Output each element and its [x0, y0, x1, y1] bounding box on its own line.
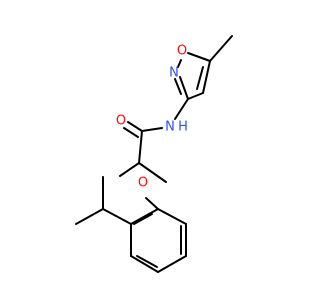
bond-c4-c3 [187, 92, 204, 100]
atom-h-amide: H [178, 120, 188, 135]
bonds [75, 35, 233, 273]
bond-ring-1-double [133, 213, 153, 225]
atom-o-ether: O [138, 176, 148, 191]
atom-n-isoxazole: N [169, 66, 179, 81]
atom-labels: O N N H O O [116, 44, 188, 191]
bond-ring-4 [157, 255, 187, 273]
atom-n-amide: N [165, 120, 175, 135]
bond-o-c5 [187, 52, 211, 62]
molecule-diagram: O N N H O O [75, 35, 233, 273]
bond-ring-isopropyl [102, 208, 132, 225]
bond-alpha-ether-o [119, 162, 140, 177]
bond-ring-3 [130, 255, 159, 273]
bond-ether-o-ring [145, 197, 159, 210]
bond-c3-nh [174, 98, 189, 120]
bond-ring-1 [130, 208, 159, 225]
bond-c3-n-double [174, 78, 182, 95]
bond-carbonyl-o [127, 121, 143, 132]
atom-o-isoxazole: O [177, 44, 187, 59]
bond-ring-6 [157, 208, 187, 225]
bond-ring-3-double [136, 255, 158, 268]
atom-o-carbonyl: O [116, 114, 126, 129]
bond-c5-c4-double [196, 66, 204, 90]
bond-nh-carbonyl [141, 127, 163, 132]
bond-carbonyl-alpha [138, 130, 143, 164]
bond-isopropyl-me2 [75, 208, 104, 225]
bond-n-o [177, 59, 182, 68]
bond-c5-c4 [202, 60, 211, 94]
bond-c3-n [179, 76, 189, 100]
bond-c5-methyl [209, 35, 233, 62]
bond-carbonyl-o-double [123, 127, 139, 138]
structure-canvas: O N N H O O [75, 35, 233, 273]
bond-alpha-methyl [138, 162, 167, 183]
